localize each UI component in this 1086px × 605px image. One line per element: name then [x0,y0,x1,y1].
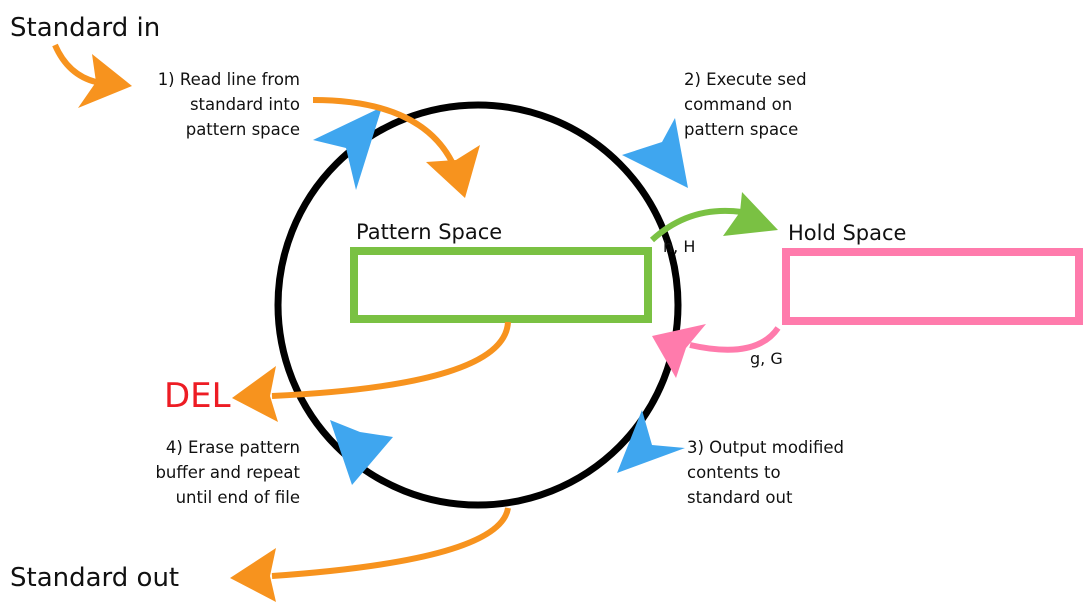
stdin-arrow-icon [78,54,132,108]
hold-space-label: Hold Space [788,221,906,245]
step4-text: 4) Erase pattern buffer and repeat until… [155,438,300,507]
step1-line: pattern space [186,120,300,139]
step4-line: buffer and repeat [155,463,300,482]
cycle-arrow-step1-icon [313,107,382,190]
stdin-arrow-curve [52,43,97,85]
step2-line: command on [684,95,792,114]
step3-text: 3) Output modified contents to standard … [687,438,844,507]
step1-line: standard into [190,95,300,114]
read-arrow-icon [426,145,480,198]
get-from-hold-curve [689,326,781,353]
pattern-space-box [350,247,652,323]
step2-line: 2) Execute sed [684,70,807,89]
cycle-arrow-step2-icon [622,118,688,188]
del-arrow-icon [232,366,278,422]
pattern-space-label: Pattern Space [356,220,502,244]
get-from-hold-label: g, G [750,349,783,368]
standard-in-label: Standard in [10,13,160,43]
hold-space-box [782,248,1083,325]
step3-line: 3) Output modified [687,438,844,457]
step2-text: 2) Execute sed command on pattern space [684,70,807,139]
step1-text: 1) Read line from standard into pattern … [158,70,300,139]
step3-line: standard out [687,488,793,507]
step2-line: pattern space [684,120,798,139]
cycle-arrow-step4-icon [330,420,393,485]
copy-to-hold-curve [649,207,743,243]
step3-line: contents to [687,463,781,482]
del-arrow-curve [271,321,511,399]
stdout-arrow-curve [271,507,511,579]
stdout-arrow-icon [230,548,276,602]
copy-to-hold-arrow-icon [723,192,778,236]
step4-line: until end of file [176,488,300,507]
read-arrow-curve [312,97,455,164]
step4-line: 4) Erase pattern [166,438,300,457]
standard-out-label: Standard out [10,563,179,593]
step1-line: 1) Read line from [158,70,300,89]
get-from-hold-arrow-icon [652,324,706,378]
cycle-arrow-step3-icon [617,410,685,473]
cycle-ring [274,101,682,509]
copy-to-hold-label: h, H [663,237,695,256]
del-label: DEL [164,376,231,416]
